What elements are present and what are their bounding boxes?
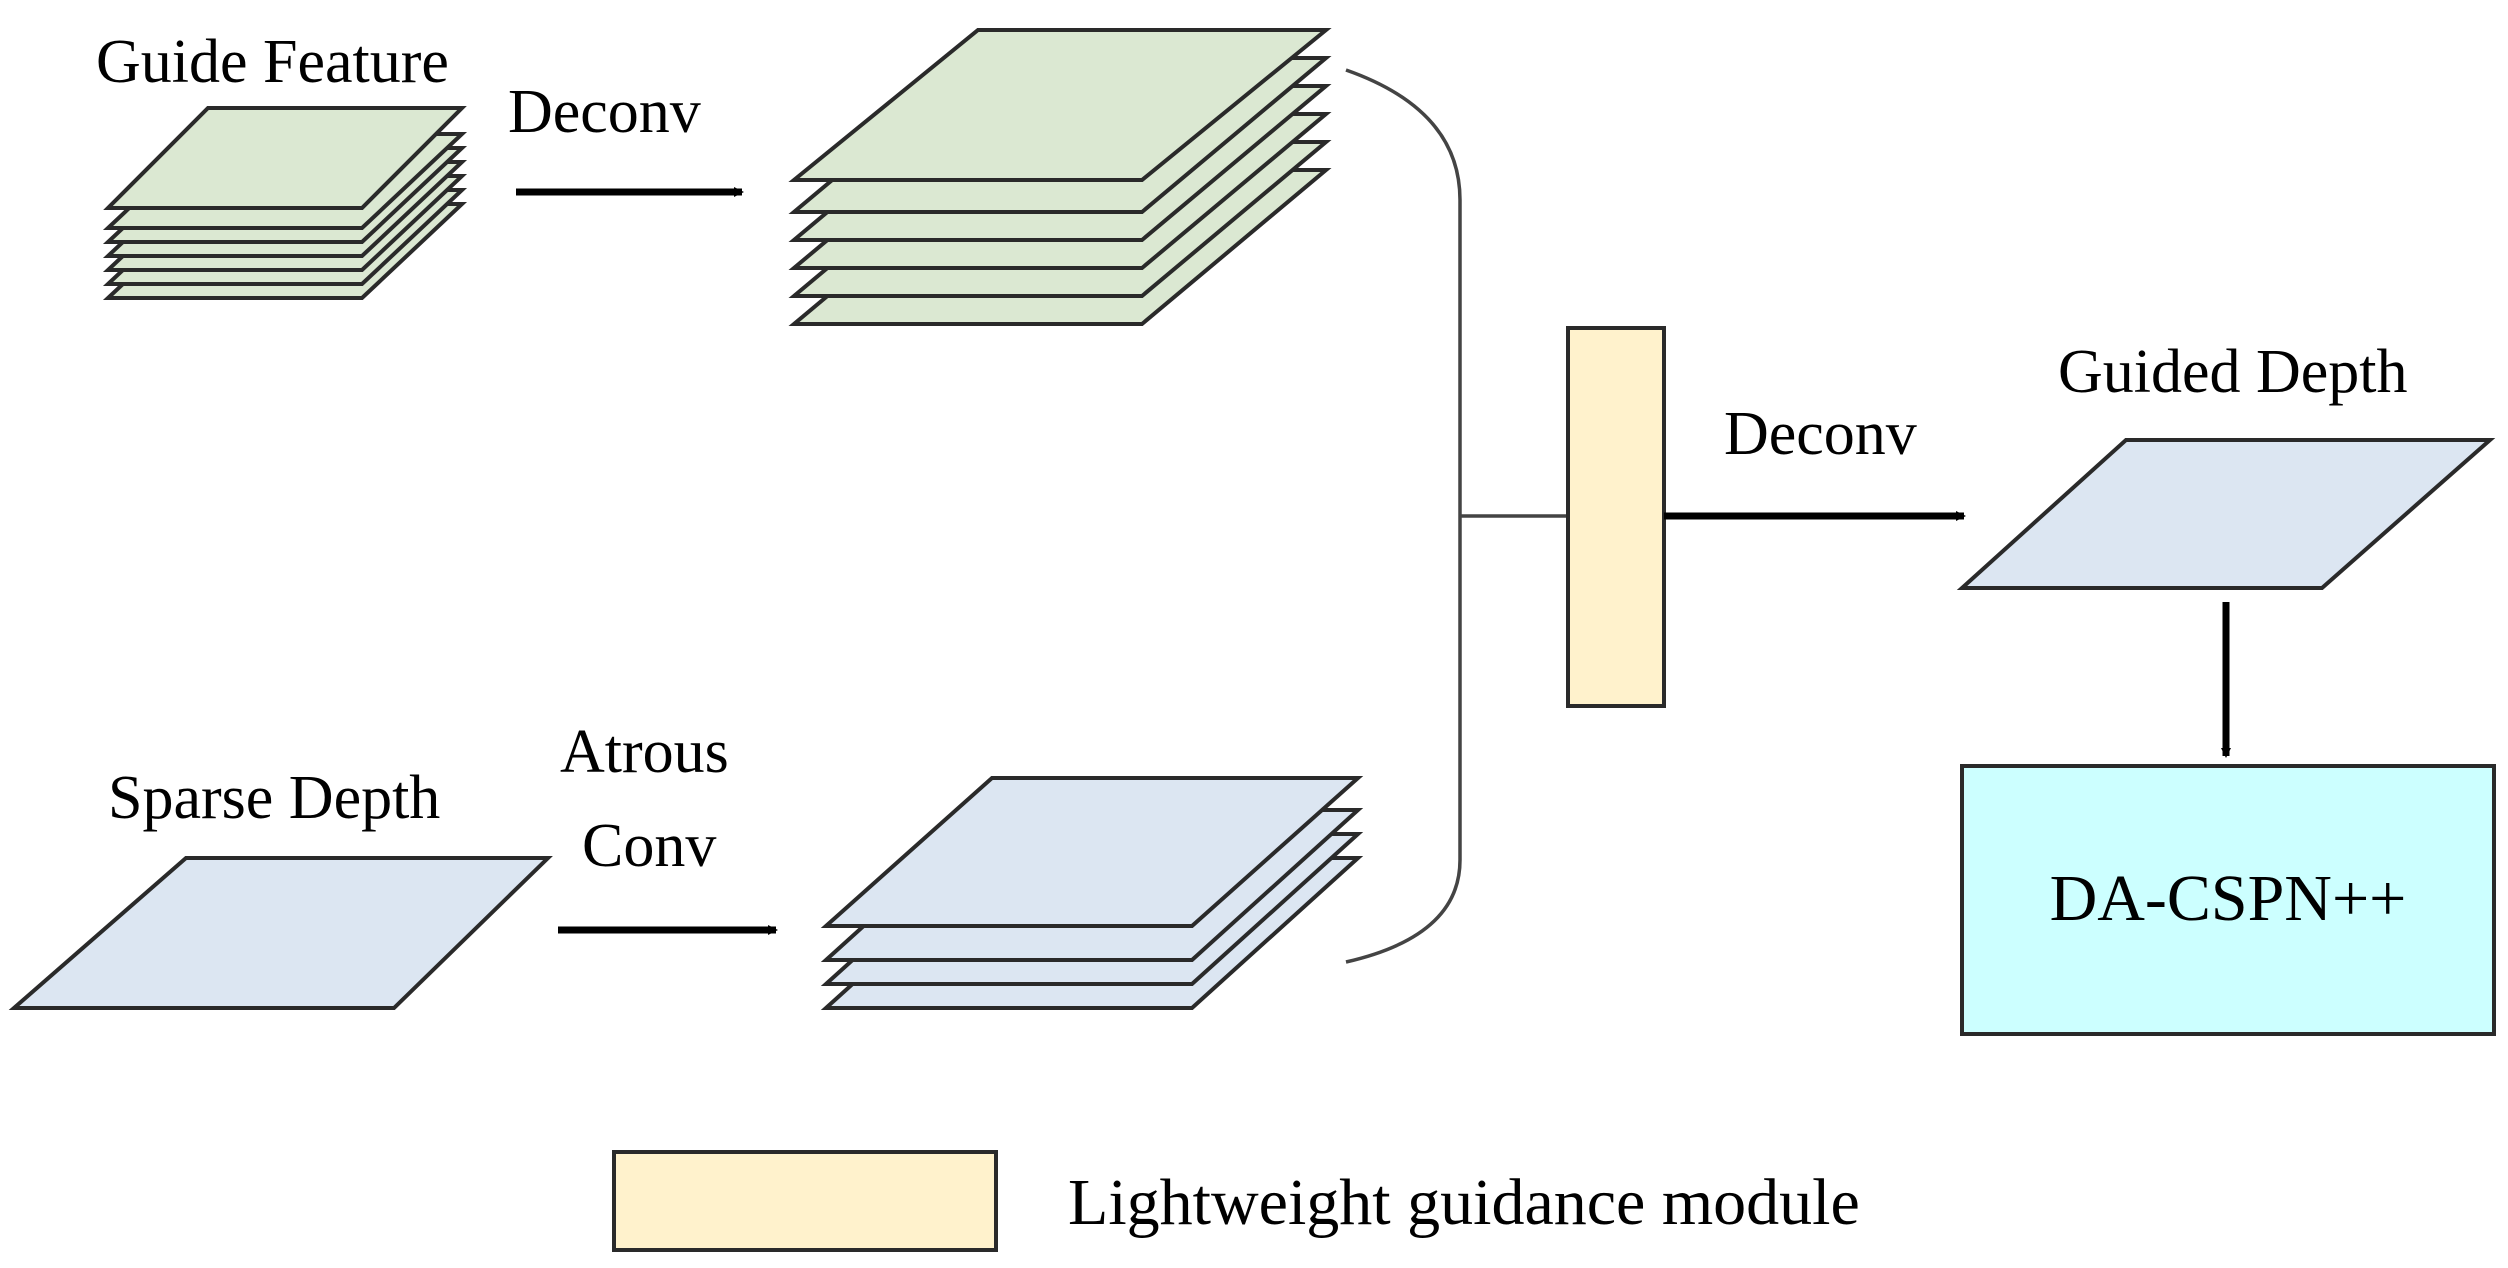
merge-bracket bbox=[1345, 68, 1462, 964]
da-cspn-label: DA-CSPN++ bbox=[2050, 862, 2407, 935]
upsampled-feature-stack bbox=[788, 28, 1332, 326]
deconv-top-label: Deconv bbox=[508, 78, 701, 146]
sparse-depth-label: Sparse Depth bbox=[108, 764, 440, 832]
atrous-label-line1: Atrous bbox=[560, 718, 729, 786]
sparse-depth-plane bbox=[8, 856, 553, 1010]
guide-feature-stack bbox=[102, 106, 468, 300]
legend-swatch bbox=[612, 1150, 998, 1252]
atrous-output-stack bbox=[820, 776, 1364, 1010]
deconv-right-label: Deconv bbox=[1724, 400, 1917, 468]
lightweight-guidance-module bbox=[1566, 326, 1666, 708]
atrous-label-line2: Conv bbox=[582, 812, 716, 880]
guide-feature-label: Guide Feature bbox=[96, 28, 449, 96]
guided-depth-plane bbox=[1956, 438, 2496, 590]
legend-label: Lightweight guidance module bbox=[1068, 1166, 1860, 1239]
atrous-output-layer bbox=[820, 776, 1364, 928]
guide-feature-layer bbox=[103, 106, 467, 210]
upsampled-feature-layer bbox=[788, 28, 1332, 182]
guided-depth-label: Guided Depth bbox=[2058, 338, 2408, 406]
da-cspn-box bbox=[1960, 764, 2496, 1036]
